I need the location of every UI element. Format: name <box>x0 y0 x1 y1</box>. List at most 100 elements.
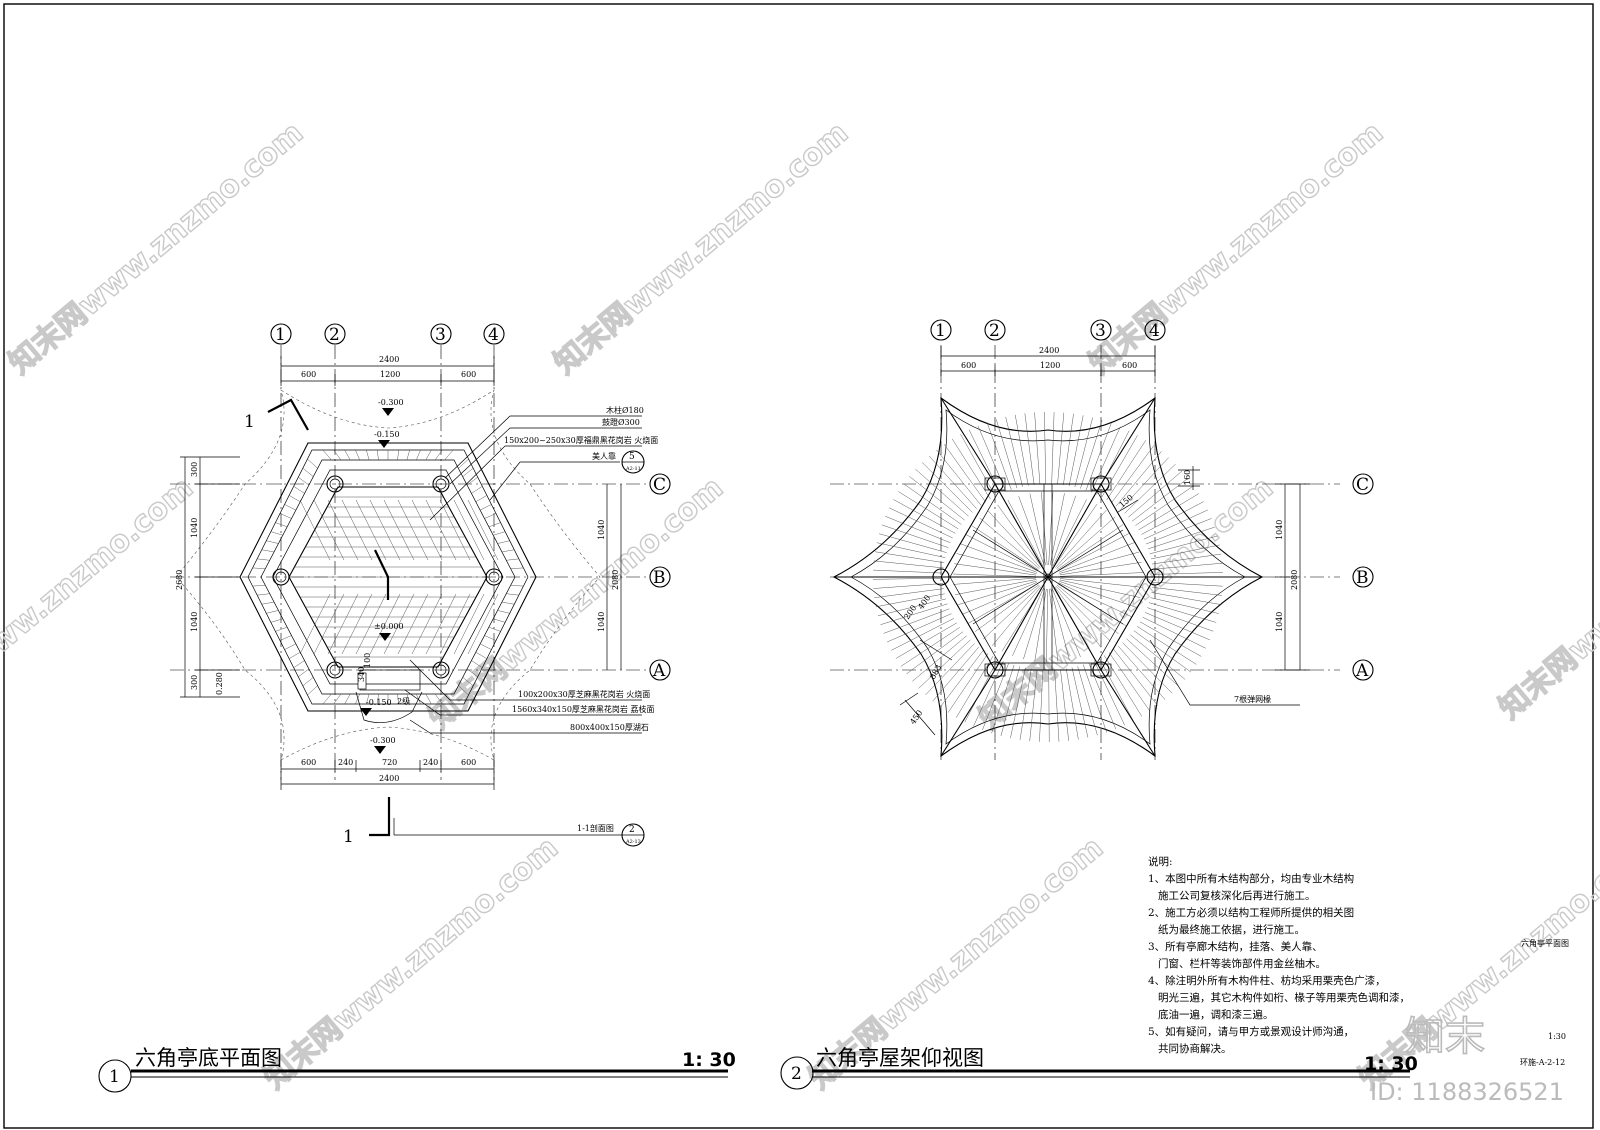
level-markers: -0.300 -0.150 ±0.000 -0.150 -0.300 2级 34… <box>357 398 410 754</box>
plan-scale: 1: 30 <box>1364 1053 1418 1075</box>
roof-dim-right: 1040 1040 2080 <box>1275 483 1310 671</box>
level-label: -0.150 <box>374 430 400 439</box>
section-mark: 1 <box>343 827 354 847</box>
note-line: 明光三遍，其它木构件如桁、椽子等用栗壳色调和漆， <box>1148 991 1410 1004</box>
roof-columns <box>932 475 1164 679</box>
svg-text:150x200~250x30厚福鼎黑花岗岩 火烧面: 150x200~250x30厚福鼎黑花岗岩 火烧面 <box>504 435 658 445</box>
notes-heading: 说明: <box>1148 855 1173 868</box>
svg-text:5: 5 <box>629 452 635 462</box>
logo-mark: 知末 <box>1405 1014 1485 1060</box>
svg-text:2400: 2400 <box>1039 346 1059 355</box>
svg-text:600: 600 <box>301 370 316 379</box>
axis-label: 1 <box>935 321 946 341</box>
note-line: 4、除注明外所有木构件柱、枋均采用栗壳色广漆， <box>1148 974 1386 987</box>
svg-text:720: 720 <box>382 758 397 767</box>
svg-text:450: 450 <box>908 708 924 726</box>
svg-text:1040: 1040 <box>597 612 606 632</box>
watermark-text: 知末网www.znzmo.com <box>0 470 200 736</box>
svg-text:600: 600 <box>1122 361 1137 370</box>
row-label: B <box>653 568 666 588</box>
svg-text:0.280: 0.280 <box>215 672 224 695</box>
section-label: 1-1剖面图 <box>577 823 614 833</box>
note-line: 门窗、栏杆等装饰部件用金丝柚木。 <box>1148 957 1326 970</box>
svg-text:600: 600 <box>461 370 476 379</box>
svg-text:鼓蹬Ø300: 鼓蹬Ø300 <box>602 417 640 427</box>
svg-text:A2-13: A2-13 <box>625 839 641 845</box>
level-label: -0.150 <box>366 698 392 707</box>
plan-1-title: 1 六角亭底平面图 1: 30 <box>98 1046 736 1093</box>
svg-text:2: 2 <box>629 825 635 835</box>
svg-text:A2-11: A2-11 <box>625 466 641 472</box>
section-mark: 1 <box>244 412 255 432</box>
svg-text:240: 240 <box>338 758 353 767</box>
row-label: B <box>1356 568 1369 588</box>
svg-text:1040: 1040 <box>1275 612 1284 632</box>
watermark-text: 知末网www.znzmo.com <box>258 830 565 1096</box>
svg-text:300: 300 <box>190 675 199 690</box>
row-label: A <box>1355 661 1369 681</box>
svg-text:600: 600 <box>961 361 976 370</box>
columns <box>272 475 503 679</box>
dim-label: 340 <box>357 667 366 682</box>
svg-text:600: 600 <box>461 758 476 767</box>
callouts-top: 木柱Ø180 鼓蹬Ø300 150x200~250x30厚福鼎黑花岗岩 火烧面 … <box>429 405 658 521</box>
sheet-name: 六角亭平面图 <box>1521 938 1569 948</box>
note-line: 1、本图中所有木结构部分，均由专业木结构 <box>1148 872 1354 885</box>
svg-text:2400: 2400 <box>379 355 399 364</box>
axis-label: 4 <box>1149 321 1160 341</box>
svg-text:1560x340x150厚芝麻黑花岗岩 荔枝面: 1560x340x150厚芝麻黑花岗岩 荔枝面 <box>512 704 654 714</box>
roof-callout: 7根弹网椽 <box>1149 639 1300 706</box>
svg-text:美人靠: 美人靠 <box>592 451 616 461</box>
svg-text:150: 150 <box>1118 493 1135 510</box>
dim-label: 100 <box>363 653 372 668</box>
svg-text:1200: 1200 <box>380 370 400 379</box>
step-note: 2级 <box>397 696 410 706</box>
sheet-border <box>3 3 1594 1129</box>
notes-block: 说明: 1、本图中所有木结构部分，均由专业木结构 施工公司复核深化后再进行施工。… <box>1148 855 1410 1055</box>
svg-text:2: 2 <box>791 1064 802 1084</box>
watermark-text: 知末网www.znzmo.com <box>1083 115 1390 381</box>
watermark-text: 知末网www.znzmo.com <box>1493 460 1600 726</box>
svg-text:2080: 2080 <box>611 570 620 590</box>
row-label: A <box>652 661 666 681</box>
svg-text:240: 240 <box>423 758 438 767</box>
note-line: 纸为最终施工依据，进行施工。 <box>1148 923 1305 936</box>
svg-text:1040: 1040 <box>190 612 199 632</box>
svg-text:2080: 2080 <box>1290 570 1299 590</box>
plan-title: 六角亭底平面图 <box>135 1046 282 1070</box>
axis-label: 4 <box>488 325 499 345</box>
row-label: C <box>1356 475 1369 495</box>
roof-dim-top: 2400 600 1200 600 <box>940 346 1156 376</box>
watermark-text: 知末网www.znzmo.com <box>548 115 855 381</box>
image-id: ID: 1188326521 <box>1370 1078 1564 1106</box>
note-line: 施工公司复核深化后再进行施工。 <box>1148 889 1316 902</box>
note-line: 2、施工方必须以结构工程师所提供的相关图 <box>1148 906 1354 919</box>
svg-text:2400: 2400 <box>379 774 399 783</box>
svg-text:2680: 2680 <box>175 570 184 590</box>
svg-text:300: 300 <box>190 462 199 477</box>
plan-title: 六角亭屋架仰视图 <box>816 1046 984 1070</box>
plan-2-title: 2 六角亭屋架仰视图 1: 30 <box>780 1046 1418 1090</box>
svg-text:160: 160 <box>1183 470 1192 485</box>
axis-bubbles: 1 2 3 4 C B A <box>270 323 671 681</box>
svg-text:木柱Ø180: 木柱Ø180 <box>606 405 644 415</box>
dim-top: 2400 600 1200 600 <box>280 355 495 386</box>
sheet-scale: 1:30 <box>1548 1032 1566 1041</box>
axis-label: 1 <box>275 325 286 345</box>
title-block: 六角亭平面图 1:30 环施-A-2-12 <box>1520 938 1569 1067</box>
svg-text:600: 600 <box>301 758 316 767</box>
axis-label: 3 <box>1095 321 1106 341</box>
row-label: C <box>653 475 666 495</box>
dim-right: 1040 1040 2080 <box>597 484 622 670</box>
note-line: 共同协商解决。 <box>1148 1042 1232 1055</box>
note-line: 底油一遍，调和漆三遍。 <box>1148 1008 1274 1021</box>
axis-label: 2 <box>989 321 1000 341</box>
svg-text:1040: 1040 <box>190 518 199 538</box>
svg-text:800x400x150厚湖石: 800x400x150厚湖石 <box>570 723 649 732</box>
axis-label: 2 <box>329 325 340 345</box>
level-label: -0.300 <box>370 736 396 745</box>
level-label: ±0.000 <box>374 622 404 631</box>
plan-scale: 1: 30 <box>682 1049 736 1071</box>
watermark-layer: 知末网www.znzmo.com 知末网www.znzmo.com 知末网www… <box>0 115 1600 1097</box>
